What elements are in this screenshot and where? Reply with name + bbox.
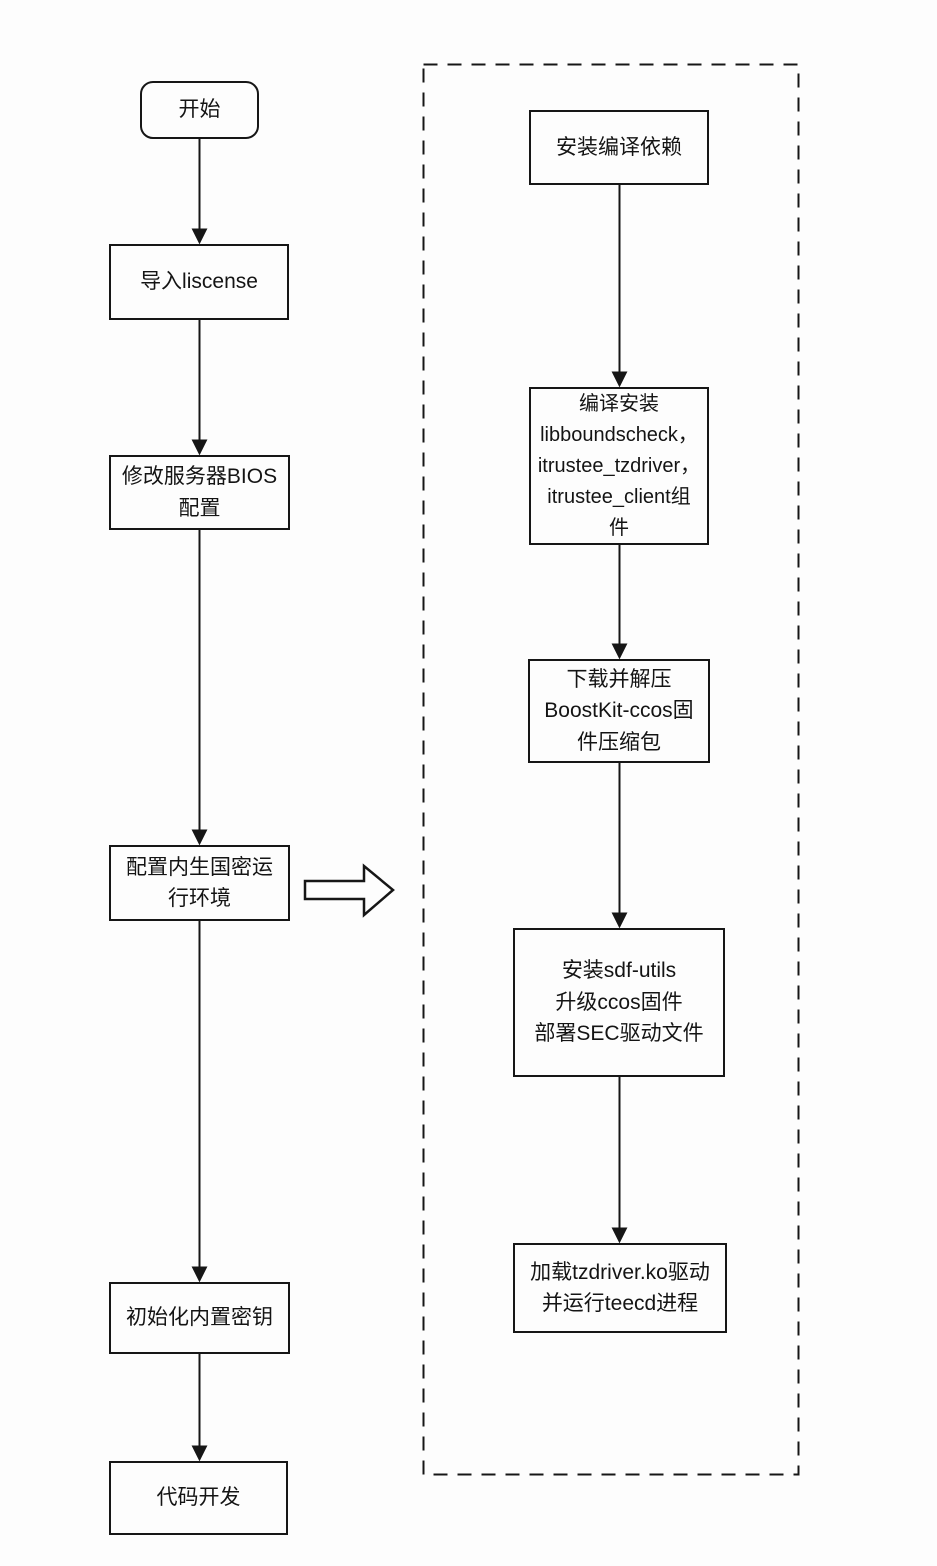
node-download-extract: 下载并解压 BoostKit-ccos固 件压缩包: [528, 659, 710, 763]
node-start-label: 开始: [178, 98, 221, 122]
node-start: 开始: [140, 81, 259, 139]
node-install-sdf: 安装sdf-utils 升级ccos固件 部署SEC驱动文件: [513, 928, 725, 1077]
node-compile-install-label: 编译安装 libboundscheck， itrustee_tzdriver， …: [537, 392, 701, 539]
node-import-license: 导入liscense: [109, 244, 289, 320]
node-modify-bios: 修改服务器BIOS 配置: [109, 455, 290, 530]
node-configure-env-label: 配置内生国密运 行环境: [126, 855, 273, 911]
node-load-driver-label: 加载tzdriver.ko驱动 并运行teecd进程: [530, 1260, 710, 1316]
node-import-license-label: 导入liscense: [140, 270, 258, 294]
node-compile-install: 编译安装 libboundscheck， itrustee_tzdriver， …: [529, 387, 709, 545]
node-install-deps: 安装编译依赖: [529, 110, 709, 185]
node-load-driver: 加载tzdriver.ko驱动 并运行teecd进程: [513, 1243, 727, 1333]
node-modify-bios-label: 修改服务器BIOS 配置: [121, 465, 278, 520]
node-download-extract-label: 下载并解压 BoostKit-ccos固 件压缩包: [544, 667, 694, 754]
node-install-deps-label: 安装编译依赖: [556, 135, 682, 159]
node-init-key: 初始化内置密钥: [109, 1282, 290, 1354]
node-init-key-label: 初始化内置密钥: [126, 1306, 273, 1330]
node-code-dev: 代码开发: [109, 1461, 288, 1535]
node-install-sdf-label: 安装sdf-utils 升级ccos固件 部署SEC驱动文件: [534, 959, 704, 1046]
expand-hollow-arrow-icon: [303, 863, 395, 918]
node-code-dev-label: 代码开发: [156, 1486, 241, 1510]
node-configure-env: 配置内生国密运 行环境: [109, 845, 290, 921]
